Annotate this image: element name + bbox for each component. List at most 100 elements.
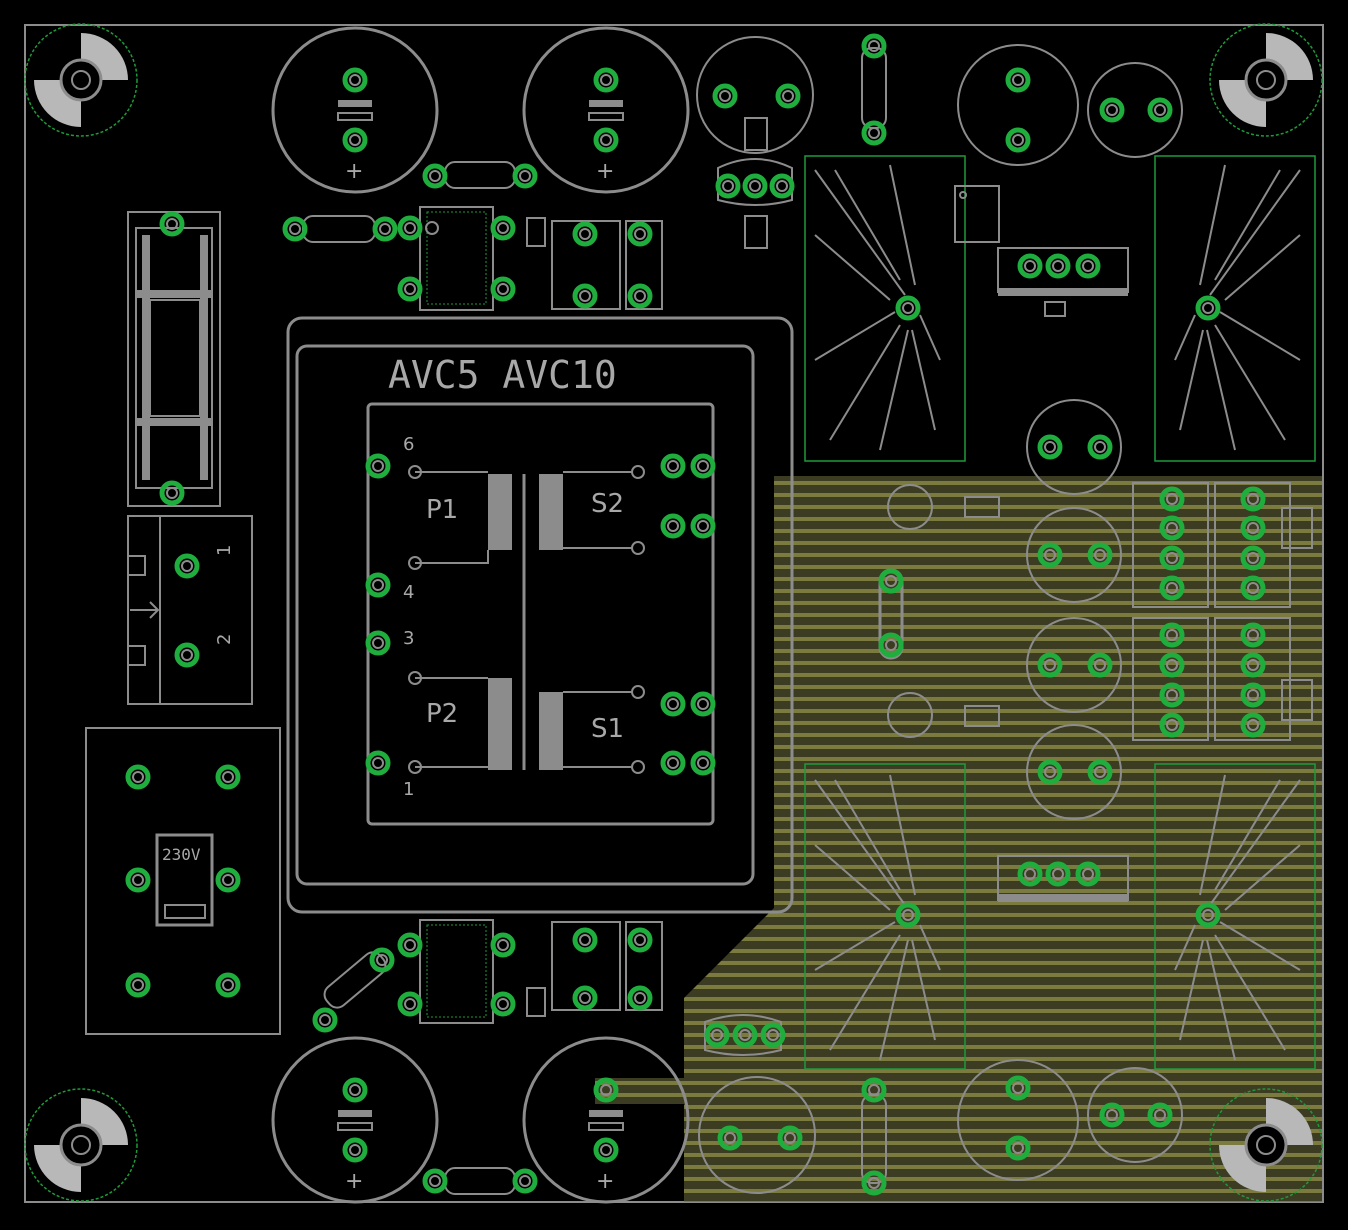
- pad: [1099, 1102, 1125, 1128]
- pad: [1240, 486, 1266, 512]
- pad: [365, 572, 391, 598]
- pad-hole: [667, 698, 679, 710]
- pad-hole: [634, 228, 646, 240]
- pad: [125, 764, 151, 790]
- pad-hole: [497, 283, 509, 295]
- pad: [365, 453, 391, 479]
- pad: [342, 67, 368, 93]
- mounting-hole-br: [1209, 1088, 1323, 1202]
- pad-hole: [404, 998, 416, 1010]
- pad-hole: [132, 771, 144, 783]
- pad-hole: [1202, 302, 1214, 314]
- pad-hole: [1082, 260, 1094, 272]
- pad-hole: [1094, 441, 1106, 453]
- regulator-bottom: [997, 855, 1129, 902]
- svg-text:3: 3: [403, 628, 414, 649]
- pad-hole: [379, 223, 391, 235]
- pad-hole: [1202, 909, 1214, 921]
- pad: [512, 163, 538, 189]
- pad-hole: [222, 771, 234, 783]
- pad-hole: [1166, 493, 1178, 505]
- pad: [1240, 622, 1266, 648]
- pad: [1037, 542, 1063, 568]
- mounting-hole-tr: [1209, 23, 1323, 137]
- transistor-bottom: [704, 1014, 782, 1056]
- pad-hole: [634, 992, 646, 1004]
- pad: [215, 764, 241, 790]
- pad-hole: [404, 222, 416, 234]
- pad: [397, 991, 423, 1017]
- pad: [717, 1125, 743, 1151]
- board-outline: [24, 24, 1324, 1203]
- connector-blocks: [1132, 482, 1313, 741]
- pad: [1087, 652, 1113, 678]
- pad-hole: [1082, 868, 1094, 880]
- pad: [215, 972, 241, 998]
- pad-hole: [1094, 766, 1106, 778]
- pad-hole: [132, 874, 144, 886]
- pad: [1159, 545, 1185, 571]
- pad: [627, 221, 653, 247]
- pad: [490, 276, 516, 302]
- pad: [1195, 902, 1221, 928]
- pad-hole: [181, 560, 193, 572]
- pad-hole: [667, 520, 679, 532]
- bridge-rectifier-top: [419, 206, 494, 311]
- pad: [760, 1022, 786, 1048]
- pad-hole: [372, 579, 384, 591]
- pad: [159, 480, 185, 506]
- pad-hole: [1094, 549, 1106, 561]
- pad-hole: [600, 74, 612, 86]
- pad-hole: [429, 1175, 441, 1187]
- pad-hole: [1106, 1109, 1118, 1121]
- transformer-title: AVC5 AVC10: [388, 353, 617, 397]
- pad-hole: [404, 283, 416, 295]
- heatsink-top-right: [1154, 155, 1316, 462]
- pad-hole: [1166, 522, 1178, 534]
- pad: [512, 1168, 538, 1194]
- winding-s1: S1: [591, 714, 624, 744]
- pad: [174, 642, 200, 668]
- pad: [712, 83, 738, 109]
- pad: [342, 1077, 368, 1103]
- pad: [1005, 1135, 1031, 1161]
- pad-hole: [1247, 689, 1259, 701]
- pad-hole: [349, 1084, 361, 1096]
- pad: [775, 83, 801, 109]
- pad-hole: [667, 757, 679, 769]
- pad-hole: [782, 90, 794, 102]
- pad: [1159, 622, 1185, 648]
- pad-hole: [404, 939, 416, 951]
- pad: [1017, 253, 1043, 279]
- pad: [627, 985, 653, 1011]
- fuse-holder: [127, 211, 221, 507]
- pad-hole: [519, 170, 531, 182]
- pad-hole: [711, 1029, 723, 1041]
- svg-text:+: +: [596, 159, 614, 184]
- pad: [1075, 253, 1101, 279]
- pad-hole: [1044, 766, 1056, 778]
- pad-hole: [1247, 522, 1259, 534]
- svg-text:2: 2: [214, 634, 235, 645]
- heatsink-bottom-left: [804, 763, 966, 1070]
- pad-hole: [1247, 493, 1259, 505]
- pad: [572, 283, 598, 309]
- pads: [125, 33, 1266, 1196]
- pad-hole: [519, 1175, 531, 1187]
- pad: [1159, 486, 1185, 512]
- pad-hole: [372, 757, 384, 769]
- pad-hole: [1166, 719, 1178, 731]
- pad-hole: [1247, 629, 1259, 641]
- capacitor-bottom-left: +: [271, 1036, 439, 1204]
- pad-hole: [724, 1132, 736, 1144]
- pad-hole: [885, 639, 897, 651]
- pad-hole: [319, 1014, 331, 1026]
- pad: [1240, 515, 1266, 541]
- pad-hole: [349, 74, 361, 86]
- pad-hole: [697, 757, 709, 769]
- pad-hole: [497, 998, 509, 1010]
- bridge-rectifier-bottom: [419, 919, 494, 1024]
- pad-hole: [1012, 1142, 1024, 1154]
- pad-hole: [1247, 659, 1259, 671]
- pad-hole: [349, 134, 361, 146]
